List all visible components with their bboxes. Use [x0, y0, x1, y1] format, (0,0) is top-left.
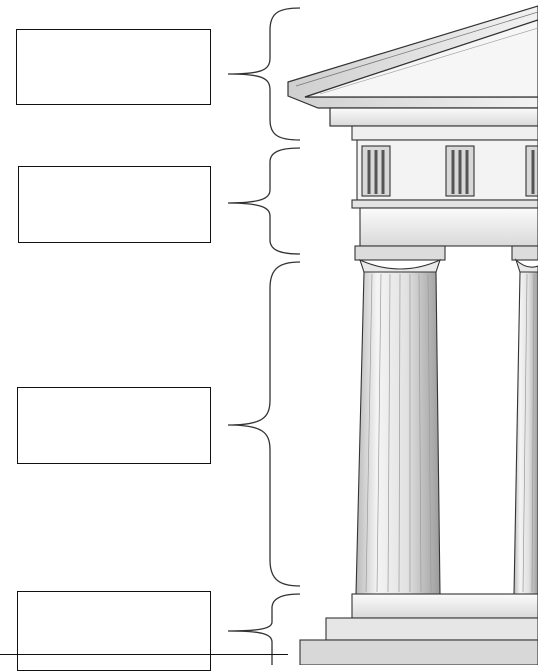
label-box-stylobate[interactable] — [17, 591, 211, 671]
pediment — [288, 6, 538, 126]
triglyph — [526, 146, 538, 196]
label-text — [17, 30, 210, 104]
label-text — [18, 388, 210, 463]
stylobate — [300, 594, 538, 665]
label-text — [19, 167, 210, 242]
baseline-divider — [0, 654, 288, 655]
columns — [355, 246, 538, 594]
column — [355, 246, 445, 594]
label-box-columns[interactable] — [17, 387, 211, 464]
triglyph — [362, 146, 390, 196]
column — [512, 246, 538, 594]
label-box-pediment[interactable] — [16, 29, 211, 105]
brace-icon — [228, 8, 300, 665]
label-text — [18, 592, 210, 670]
label-box-entablature[interactable] — [18, 166, 211, 243]
triglyph — [446, 146, 474, 196]
entablature — [352, 126, 538, 246]
